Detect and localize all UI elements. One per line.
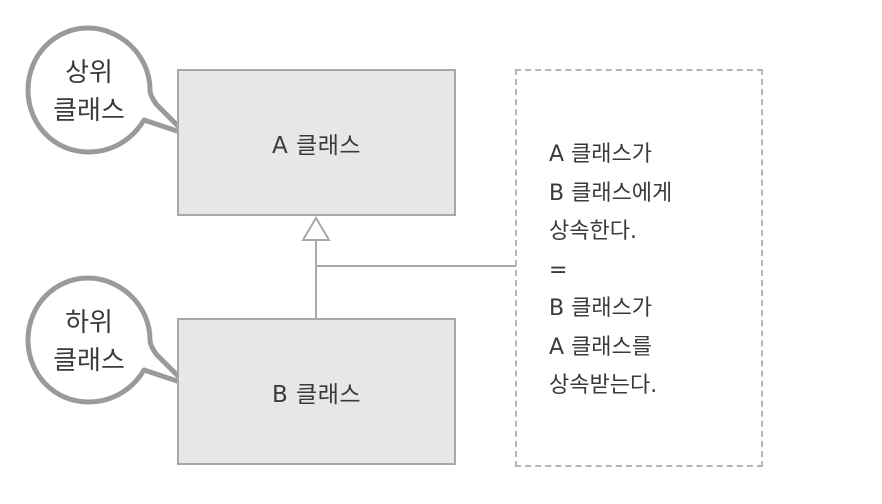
class-b-label: B 클래스	[271, 381, 362, 408]
subclass-bubble-text: 하위 클래스	[29, 304, 149, 380]
subclass-bubble-line1: 하위	[65, 308, 113, 338]
note-line: B 클래스에게	[549, 180, 673, 206]
note-line: A 클래스가	[549, 142, 653, 167]
class-a-label: A 클래스	[271, 132, 362, 159]
note-box	[515, 69, 763, 467]
class-a-box: A 클래스	[177, 69, 456, 216]
superclass-speech-bubble	[25, 25, 189, 155]
class-b-box: B 클래스	[177, 318, 456, 465]
note-line: 상속받는다.	[549, 373, 658, 398]
superclass-bubble-line2: 클래스	[53, 96, 125, 126]
inheritance-arrowhead-icon	[301, 216, 331, 241]
note-line: =	[549, 257, 568, 283]
note-line: 상속한다.	[549, 219, 637, 244]
note-line: B 클래스가	[549, 296, 653, 321]
note-line: A 클래스를	[549, 334, 653, 360]
superclass-bubble-line1: 상위	[65, 58, 113, 88]
subclass-bubble-line2: 클래스	[53, 346, 125, 376]
subclass-speech-bubble	[25, 275, 189, 405]
superclass-bubble-text: 상위 클래스	[29, 54, 149, 130]
note-text: A 클래스가 B 클래스에게 상속한다. = B 클래스가 A 클래스를 상속받…	[549, 136, 672, 406]
